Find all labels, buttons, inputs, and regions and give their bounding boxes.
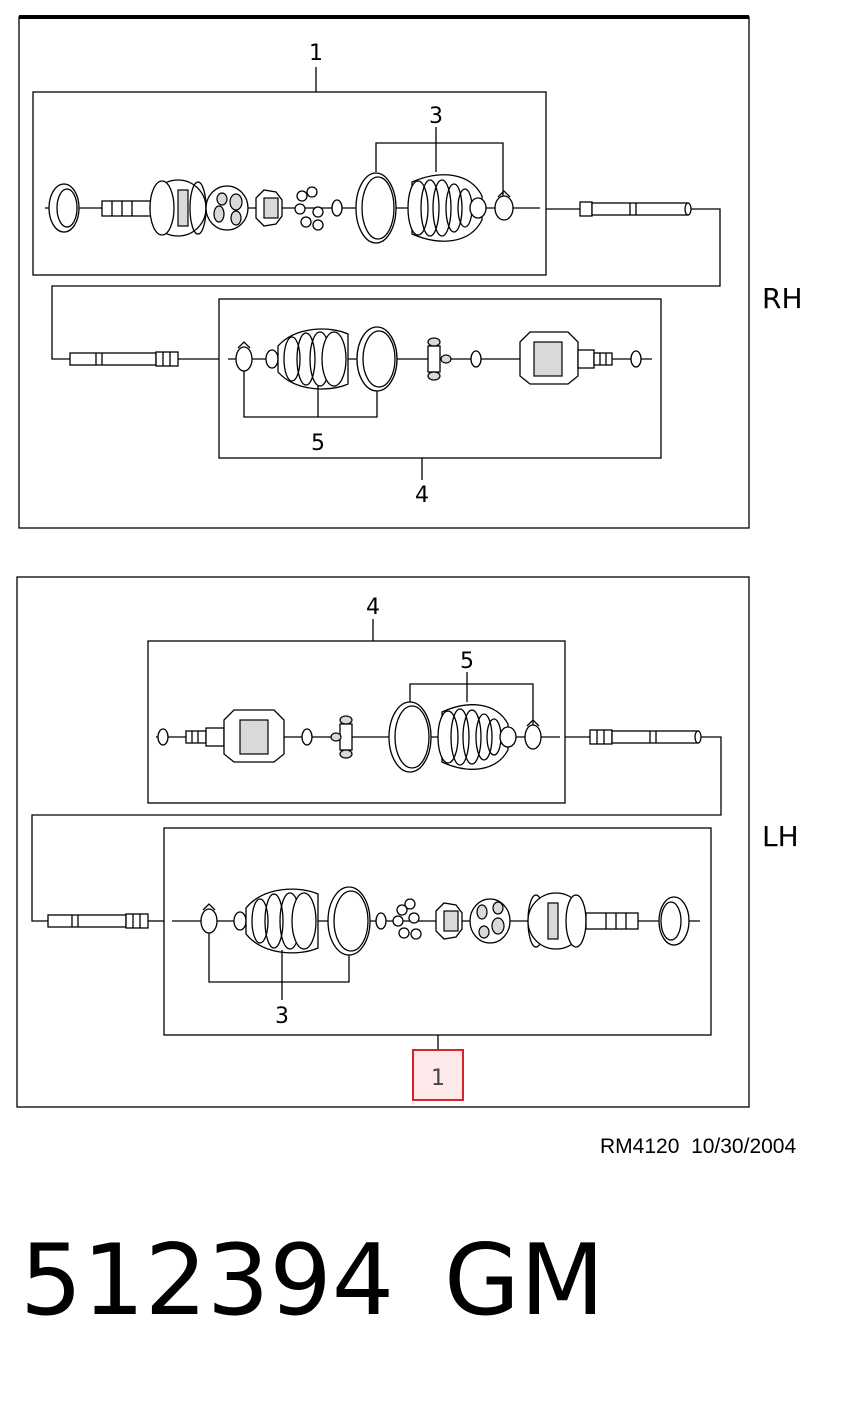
- lh-boot: [233, 888, 319, 954]
- lh-bearing-cage: [469, 898, 511, 944]
- rh-snap-ring: [331, 199, 343, 217]
- lh-callout-5: 5: [460, 649, 474, 674]
- rh-outer-joint-housing: [101, 179, 207, 237]
- rh-callout-5: 5: [311, 431, 325, 456]
- lh-end-snap-ring: [157, 728, 169, 746]
- rh-small-clamp: [494, 190, 514, 221]
- lh-large-clamp: [327, 886, 371, 956]
- rh-tripod-spider: [427, 337, 452, 381]
- ref-code: RM4120: [600, 1135, 680, 1158]
- lh-callout-1: 1: [431, 1066, 445, 1091]
- reference-line: RM4120 10/30/2004: [600, 1135, 796, 1159]
- lh-outer-joint-housing: [527, 892, 639, 950]
- lh-inner-joint-kit-box: 4: [147, 595, 566, 804]
- lh-tripod-spider: [330, 715, 353, 759]
- lh-callout-1-highlight[interactable]: [412, 1049, 464, 1101]
- lh-inner-race: [435, 902, 463, 940]
- lh-callout-3: 3: [275, 1004, 289, 1029]
- lh-balls: [392, 898, 422, 940]
- rh-inner-snap-ring: [470, 350, 482, 368]
- rh-side-label: RH: [762, 282, 803, 315]
- rh-balls: [294, 186, 324, 231]
- lh-outer-joint-kit-box: 3 1: [163, 827, 712, 1101]
- rh-panel: 1: [18, 15, 750, 529]
- rh-inner-large-clamp: [356, 326, 398, 392]
- ref-date: 10/30/2004: [691, 1135, 797, 1158]
- rh-bearing-cage: [205, 185, 249, 231]
- lh-inner-snap-ring: [301, 728, 313, 746]
- lh-snap-ring: [375, 912, 387, 930]
- rh-inner-small-clamp: [235, 341, 253, 372]
- lh-seal-ring: [658, 896, 690, 946]
- lh-callout-4: 4: [366, 595, 380, 620]
- lh-intermediate-shaft: [31, 729, 722, 929]
- rh-intermediate-shaft: [51, 201, 721, 367]
- lh-side-label: LH: [762, 820, 799, 853]
- rh-callout-3: 3: [429, 104, 443, 129]
- rh-inner-race: [255, 189, 283, 227]
- rh-callout-1: 1: [309, 41, 323, 66]
- rh-seal-ring: [48, 183, 80, 233]
- brand-name: GM: [444, 1224, 605, 1338]
- rh-callout-4: 4: [415, 483, 429, 508]
- driveshaft-exploded-diagram: 1: [16, 15, 750, 1108]
- lh-panel: 4: [16, 576, 750, 1108]
- part-number: 512394: [20, 1224, 395, 1338]
- rh-boot: [407, 174, 487, 242]
- lh-tripod-housing: [185, 709, 285, 763]
- lh-inner-large-clamp: [388, 701, 432, 773]
- rh-tripod-housing: [519, 331, 613, 385]
- rh-end-snap-ring: [630, 350, 642, 368]
- lh-small-clamp: [200, 903, 218, 934]
- lh-inner-boot: [437, 704, 517, 770]
- rh-large-clamp: [355, 172, 397, 244]
- rh-inner-joint-kit-box: 4: [218, 298, 662, 508]
- rh-outer-joint-kit-box: 1: [32, 41, 547, 276]
- rh-inner-boot: [265, 328, 349, 390]
